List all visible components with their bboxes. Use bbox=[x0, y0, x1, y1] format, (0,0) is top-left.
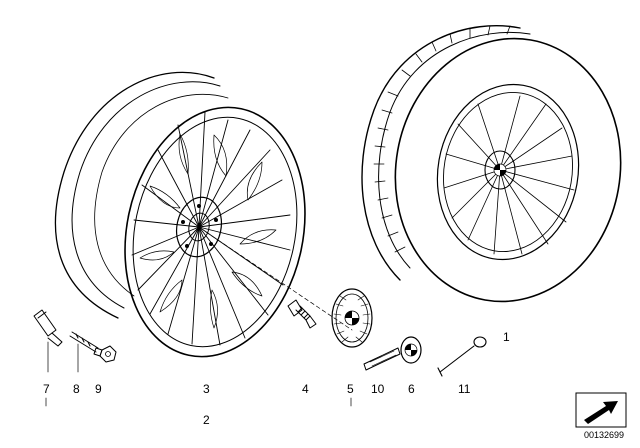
complete-wheel bbox=[361, 25, 622, 303]
label-part-5: 5 bbox=[347, 382, 354, 396]
label-part-3: 3 bbox=[203, 382, 210, 396]
label-part-10: 10 bbox=[371, 382, 385, 396]
label-part-2: 2 bbox=[203, 413, 210, 427]
leader-lines bbox=[45, 341, 352, 407]
tire-valve bbox=[33, 309, 63, 347]
label-part-9: 9 bbox=[95, 382, 102, 396]
label-part-7: 7 bbox=[43, 382, 50, 396]
wheel-bolt bbox=[287, 299, 317, 329]
logo-strip bbox=[363, 347, 401, 371]
valve-cap bbox=[99, 345, 117, 363]
direction-arrow-icon bbox=[575, 392, 627, 428]
label-part-8: 8 bbox=[73, 382, 80, 396]
drawing-code: 00132699 bbox=[584, 430, 624, 440]
label-part-1: 1 bbox=[503, 330, 510, 344]
label-part-6: 6 bbox=[408, 382, 415, 396]
assembly-axis bbox=[205, 231, 353, 331]
alloy-rim bbox=[54, 71, 306, 358]
removal-hook bbox=[437, 336, 487, 377]
hub-cap bbox=[331, 288, 373, 348]
label-part-4: 4 bbox=[302, 382, 309, 396]
label-part-11: 11 bbox=[458, 382, 471, 396]
part-labels: 1 7 8 9 3 4 5 10 6 11 2 bbox=[43, 330, 510, 427]
valve-stem bbox=[69, 331, 103, 357]
wheel-emblem bbox=[400, 336, 422, 364]
